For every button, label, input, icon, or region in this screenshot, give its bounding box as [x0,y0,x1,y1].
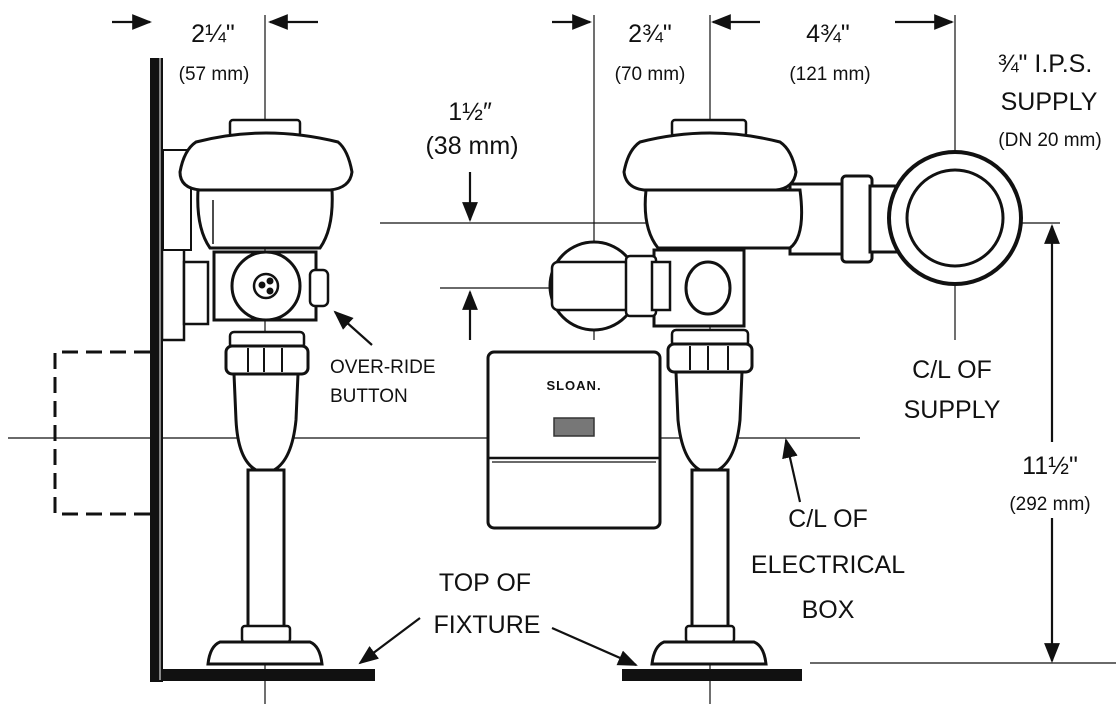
front-view-valve [548,118,1023,666]
cl-elec-label-1: C/L OF [788,505,868,533]
wall-and-floor [150,58,802,682]
override-label-2: BUTTON [330,386,408,407]
dim-4-3-4-value: 4¾" [806,20,850,48]
dim-11-1-2-value: 11½" [1022,452,1078,480]
dim-2-1-4-value: 2¼" [191,20,235,48]
electrical-box-dashed [53,350,150,516]
callout-labels: ¾" I.P.S. SUPPLY (DN 20 mm) OVER-RIDE BU… [330,50,1102,639]
electrical-box-front [486,350,662,530]
cl-supply-label-2: SUPPLY [904,396,1001,424]
side-view-valve [160,118,354,666]
dim-4-3-4-metric: (121 mm) [789,64,870,85]
cl-elec-label-2: ELECTRICAL [751,551,905,579]
supply-word-label: SUPPLY [1001,88,1098,116]
dim-1-1-2-metric: (38 mm) [425,132,518,160]
cl-elec-label-3: BOX [802,596,855,624]
dimension-labels: 2¼" (57 mm) 2¾" (70 mm) 4¾" (121 mm) 1½″… [179,20,1091,515]
override-label-1: OVER-RIDE [330,357,436,378]
top-of-fixture-label-2: FIXTURE [434,611,541,639]
top-of-fixture-label-1: TOP OF [439,569,531,597]
dimension-arrows [112,14,1060,667]
dim-2-1-4-metric: (57 mm) [179,64,250,85]
sloan-logo-text: SLOAN. [546,378,601,393]
supply-metric-label: (DN 20 mm) [998,130,1101,151]
cl-supply-label-1: C/L OF [912,356,992,384]
dim-2-3-4-value: 2¾" [628,20,672,48]
dim-1-1-2-value: 1½″ [448,98,492,126]
supply-size-label: ¾" I.P.S. [998,50,1093,78]
dim-11-1-2-metric: (292 mm) [1009,494,1090,515]
dim-2-3-4-metric: (70 mm) [615,64,686,85]
